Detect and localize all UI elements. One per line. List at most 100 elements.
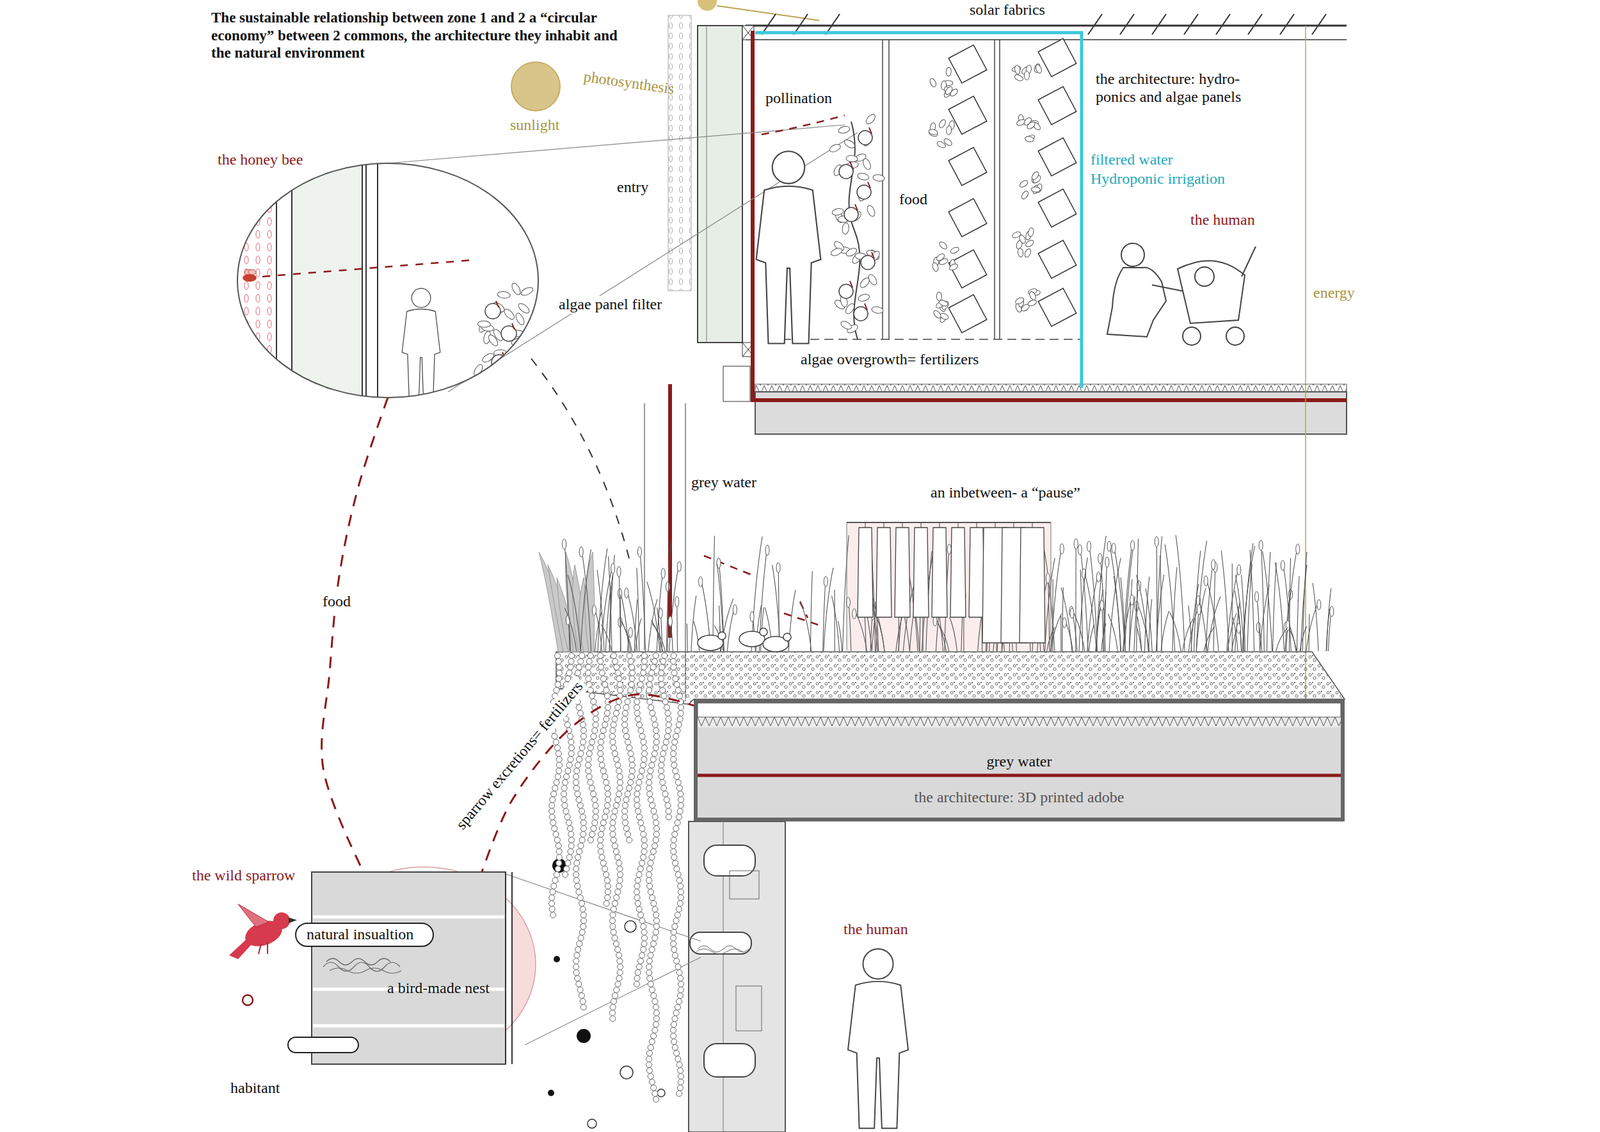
vine-leaf — [568, 739, 575, 745]
grass-blade — [1242, 545, 1256, 651]
vine-leaf — [659, 756, 665, 763]
vine-leaf — [554, 681, 561, 688]
vine-leaf — [616, 791, 623, 797]
grass-seed-head — [1070, 608, 1074, 619]
tomato-plant — [839, 319, 854, 331]
vine-leaf — [677, 1079, 684, 1085]
vine-leaf — [637, 681, 644, 688]
clothes-rack — [1013, 522, 1015, 528]
vine-leaf — [677, 1073, 684, 1080]
vine-leaf — [676, 969, 683, 976]
vine-leaf — [615, 946, 621, 953]
vine-leaf — [613, 848, 619, 855]
vine-leaf — [573, 958, 580, 964]
vine-leaf — [646, 865, 653, 872]
vine-leaf — [604, 888, 611, 895]
vine-leaf — [677, 791, 684, 797]
title-holder: The sustainable relationship between zon… — [211, 8, 628, 63]
vine-leaf — [615, 670, 621, 676]
grass-seed-head — [562, 538, 567, 550]
vine-leaf — [567, 825, 573, 832]
vine-leaf — [640, 923, 647, 930]
clothes-rack-ground — [846, 522, 1051, 651]
grass-blade — [1196, 587, 1206, 651]
grass-blade — [1213, 563, 1216, 651]
algae-facade — [723, 366, 751, 402]
grass-blade — [666, 540, 671, 651]
clothes-rack — [857, 527, 873, 617]
grass-blade — [1276, 627, 1288, 651]
vine-leaf — [574, 768, 580, 774]
vine-leaf — [640, 670, 646, 676]
clothes-rack — [876, 527, 892, 617]
hydroponic-plant — [936, 291, 942, 301]
vine-leaf — [602, 773, 608, 780]
text-holder: natural insualtion — [304, 925, 416, 944]
vine-leaf — [673, 1009, 680, 1016]
vine-leaf — [629, 664, 635, 671]
grass-blade — [949, 616, 958, 651]
hydroponic-plant — [1027, 227, 1035, 237]
vine-leaf — [638, 912, 644, 918]
vine-leaf — [647, 675, 654, 682]
vine-leaf — [677, 986, 684, 993]
annotation-label: Hydroponic irrigation — [1090, 170, 1225, 189]
vine-leaf — [622, 721, 628, 728]
grass-blade — [1267, 551, 1271, 651]
vine-leaf — [573, 871, 580, 878]
clothes-rack — [920, 522, 922, 528]
tomato-plant — [864, 112, 877, 126]
callout-leader-line — [505, 873, 701, 941]
vine-leaf — [677, 1067, 684, 1074]
grass-seed-head — [668, 615, 672, 626]
vine-leaf — [598, 831, 605, 838]
tomato-plant — [837, 125, 851, 135]
vine-leaf — [609, 831, 616, 838]
vine-leaf — [588, 693, 595, 699]
vine-leaf — [585, 675, 592, 682]
vine-leaf — [561, 791, 568, 797]
callout-heading: the honey bee — [217, 151, 303, 169]
tomato-plant — [828, 112, 886, 340]
vine-leaf — [616, 785, 623, 792]
adobe-wall — [696, 945, 749, 954]
grass-seed-head — [624, 587, 629, 598]
grass-seed-head — [1073, 538, 1078, 549]
vine-leaf — [622, 710, 628, 717]
vine-leaf — [647, 981, 654, 987]
tomato-plant — [858, 276, 872, 290]
vine-leaf — [577, 802, 584, 809]
annotation-label: energy — [1313, 284, 1355, 303]
vine-leaf — [613, 664, 620, 671]
vine-leaf — [563, 865, 570, 872]
chicken — [718, 631, 726, 640]
vine-leaf — [634, 981, 640, 987]
vine-leaf — [634, 785, 641, 792]
clothes-rack — [1050, 522, 1052, 651]
vine-leaf — [616, 975, 623, 982]
vine-leaf — [673, 917, 680, 924]
vine-leaf — [652, 1090, 658, 1097]
algae-panel — [948, 44, 987, 84]
hydroponic-plant — [1025, 120, 1037, 130]
upper-room-walls — [768, 39, 1082, 340]
vine-leaf — [624, 831, 631, 838]
vine-leaf — [609, 1004, 616, 1010]
hydroponic-plant — [945, 125, 952, 136]
vine-leaf — [665, 716, 672, 722]
hydroponic-plant — [1027, 298, 1038, 308]
label-holder: grey water — [691, 473, 757, 492]
vine-leaf — [597, 652, 604, 659]
roof-solar-fabric — [745, 39, 1347, 41]
vine-leaf — [604, 883, 611, 889]
vine-leaf — [554, 652, 561, 659]
vine-leaf — [670, 652, 677, 659]
vine-leaf — [626, 744, 633, 751]
algae-facade — [706, 25, 708, 343]
vine-leaf — [580, 831, 587, 838]
grass-blade — [1203, 626, 1215, 651]
vine-leaf — [554, 744, 560, 751]
grass-seed-head — [1203, 575, 1208, 586]
vine-leaf — [580, 739, 587, 745]
